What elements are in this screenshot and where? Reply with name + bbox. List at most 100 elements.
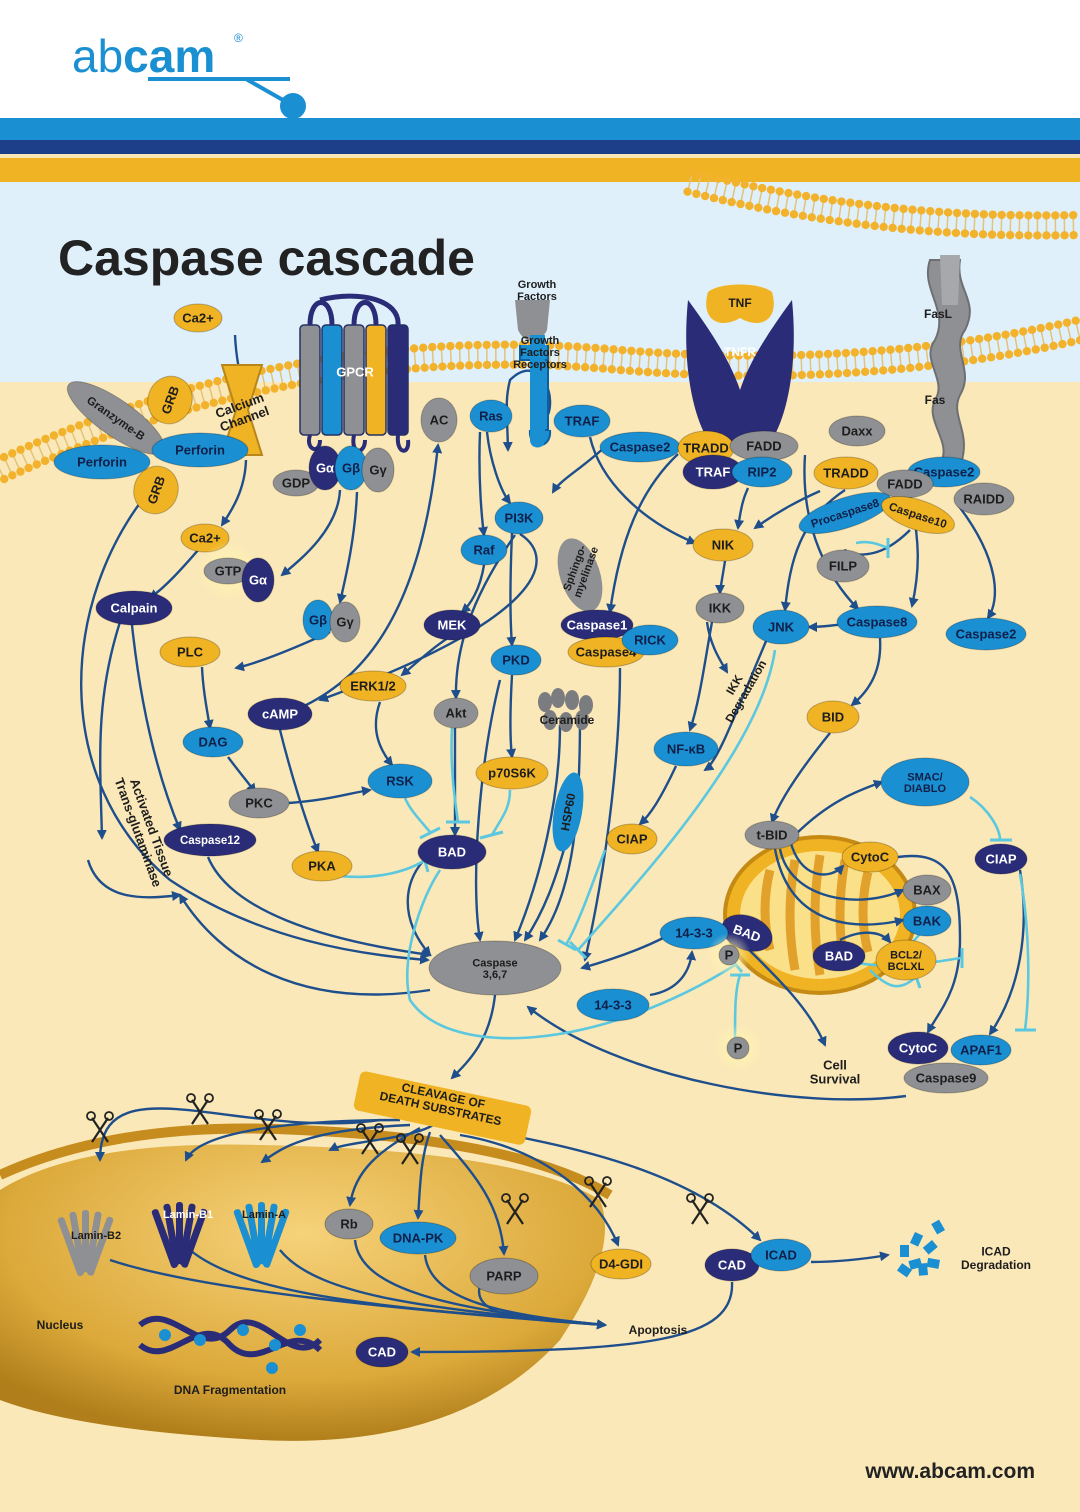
node-bak[interactable]: BAK (902, 905, 952, 937)
node-camp[interactable]: cAMP (247, 697, 313, 731)
node-mek[interactable]: MEK (423, 609, 481, 641)
arrow-edge (410, 1281, 734, 1357)
node-traf2[interactable]: TRAF (682, 454, 744, 490)
node-procasp8[interactable]: Procaspase8 (795, 484, 896, 542)
node-label: GDP (282, 476, 311, 491)
node-rick[interactable]: RICK (621, 624, 679, 656)
node-pi3k[interactable]: PI3K (494, 501, 544, 535)
node-shape (726, 1036, 750, 1060)
node-ggamma1[interactable]: Gγ (361, 447, 395, 493)
node-gbeta1[interactable]: Gβ (334, 445, 368, 491)
node-cad1[interactable]: CAD (704, 1248, 760, 1282)
node-cytoc2[interactable]: CytoC (887, 1031, 949, 1065)
node-dag[interactable]: DAG (182, 726, 244, 758)
node-traf1[interactable]: TRAF (553, 404, 611, 438)
node-parp[interactable]: PARP (469, 1257, 539, 1295)
node-plc[interactable]: PLC (159, 636, 221, 668)
node-shape (692, 528, 754, 562)
arrow-edge (523, 845, 567, 942)
node-jnk[interactable]: JNK (752, 609, 810, 645)
node-casp1[interactable]: Caspase1 (560, 609, 634, 641)
arrow-edge (506, 674, 517, 759)
node-ras[interactable]: Ras (469, 399, 513, 433)
node-casp9[interactable]: Caspase9 (903, 1062, 989, 1094)
node-apaf1[interactable]: APAF1 (950, 1034, 1012, 1066)
inhibition-edge (855, 540, 889, 550)
node-label: BAK (913, 914, 942, 929)
arrow-edge (227, 756, 257, 794)
node-shape (133, 465, 179, 515)
node-filp[interactable]: FILP (816, 549, 870, 583)
node-d4gdi[interactable]: D4-GDI (590, 1248, 652, 1280)
node-label: RSK (386, 774, 414, 789)
node-ciap2[interactable]: CIAP (974, 843, 1028, 875)
node-erk[interactable]: ERK1/2 (339, 670, 407, 702)
node-caspase12[interactable]: Caspase12 (163, 823, 257, 857)
node-p2[interactable]: P (713, 1023, 763, 1073)
node-m1433b[interactable]: 14-3-3 (576, 988, 650, 1022)
inhibition-edge (339, 858, 426, 879)
node-casp2a[interactable]: Caspase2 (599, 431, 681, 463)
abcam-logo[interactable]: abcam ® (72, 30, 306, 119)
node-rb[interactable]: Rb (324, 1208, 374, 1240)
node-casp2c[interactable]: Caspase2 (945, 617, 1027, 651)
node-galpha2[interactable]: Gα (241, 557, 275, 603)
node-grb1[interactable]: GRB (141, 370, 199, 430)
node-nfkb1[interactable]: NF-κB (653, 731, 719, 767)
node-tbid[interactable]: t-BID (744, 820, 800, 850)
node-smac[interactable]: SMAC/DIABLO (880, 757, 970, 807)
node-cad2[interactable]: CAD (355, 1336, 409, 1368)
node-gbeta2[interactable]: Gβ (302, 599, 334, 641)
node-bid[interactable]: BID (806, 700, 860, 734)
node-grb2[interactable]: GRB (127, 460, 185, 520)
node-casp8[interactable]: Caspase8 (836, 605, 918, 639)
node-gdp[interactable]: GDP (272, 469, 320, 497)
node-ggamma2[interactable]: Gγ (329, 601, 361, 643)
node-p1[interactable]: P (707, 933, 751, 977)
arrow-edge (606, 453, 679, 614)
node-bax[interactable]: BAX (902, 874, 952, 906)
node-fadd1[interactable]: FADD (729, 430, 799, 462)
node-pka[interactable]: PKA (291, 850, 353, 882)
node-bad2[interactable]: BAD (812, 940, 866, 972)
node-raidd[interactable]: RAIDD (953, 482, 1015, 516)
node-bcl2[interactable]: BCL2/BCLXL (875, 939, 937, 981)
node-label: Caspase2 (610, 440, 671, 455)
node-akt[interactable]: Akt (433, 697, 479, 729)
node-ikk[interactable]: IKK (695, 592, 745, 624)
node-cytoc1[interactable]: CytoC (841, 841, 899, 873)
node-rsk[interactable]: RSK (367, 763, 433, 799)
node-pkc[interactable]: PKC (228, 787, 290, 819)
node-calpain[interactable]: Calpain (95, 590, 173, 626)
node-raf[interactable]: Raf (460, 534, 508, 566)
node-label: Ras (479, 409, 503, 424)
node-ac[interactable]: AC (420, 397, 458, 443)
label-fasl: FasL (924, 307, 952, 321)
node-rip2[interactable]: RIP2 (731, 456, 793, 488)
node-ciap1[interactable]: CIAP (606, 823, 658, 855)
node-shape (836, 605, 918, 639)
node-p70[interactable]: p70S6K (475, 756, 549, 790)
node-shape (752, 609, 810, 645)
scissors-icon (396, 1133, 424, 1165)
website-link[interactable]: www.abcam.com (864, 1460, 1035, 1483)
node-m1433a[interactable]: 14-3-3 (659, 916, 729, 950)
node-label: PKD (502, 653, 529, 668)
node-icad[interactable]: ICAD (750, 1238, 812, 1272)
node-shape (247, 697, 313, 731)
node-bad1[interactable]: BAD (417, 834, 487, 870)
node-pkd[interactable]: PKD (490, 644, 542, 676)
node-perforin2[interactable]: Perforin (151, 432, 249, 468)
node-tradd2[interactable]: TRADD (813, 456, 879, 490)
node-nik[interactable]: NIK (692, 528, 754, 562)
node-galpha1[interactable]: Gα (308, 445, 342, 491)
node-dnapk[interactable]: DNA-PK (379, 1221, 457, 1255)
arrow-edge (280, 489, 342, 577)
node-ca_out[interactable]: Ca2+ (173, 303, 223, 333)
node-casp10[interactable]: Caspase10 (877, 489, 959, 541)
node-fadd2[interactable]: FADD (876, 469, 934, 499)
node-daxx[interactable]: Daxx (828, 415, 886, 447)
node-perforin1[interactable]: Perforin (53, 444, 151, 480)
node-shape (95, 590, 173, 626)
